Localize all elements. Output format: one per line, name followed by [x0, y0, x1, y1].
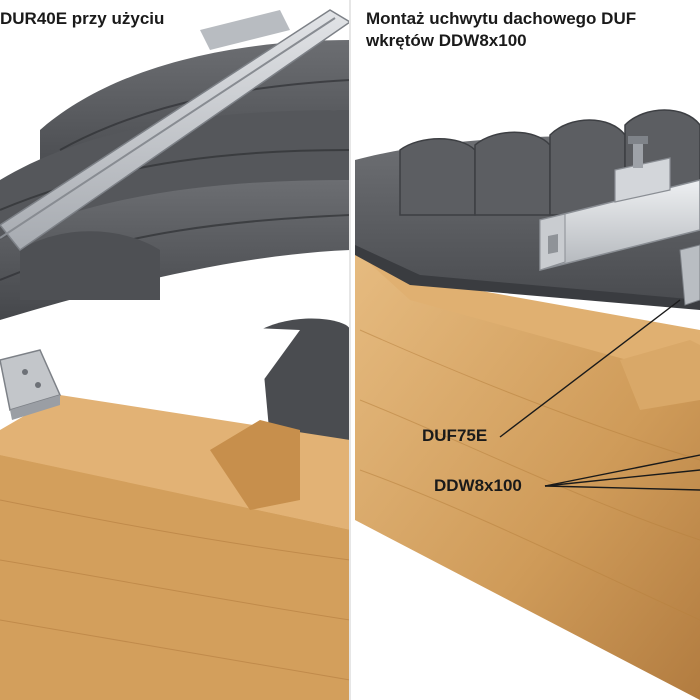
callout-bracket-label: DUF75E	[422, 426, 488, 445]
rail-end	[200, 10, 290, 50]
rafter-top	[355, 250, 700, 380]
callout-leaders	[499, 299, 700, 491]
wooden-post	[210, 420, 300, 510]
callout-screws-label: DDW8x100	[434, 476, 522, 495]
right-panel-caption-line1: Montaż uchwytu dachowego DUF	[366, 9, 637, 28]
leader-duf75e	[499, 299, 681, 438]
roof-hook-bracket	[0, 349, 62, 420]
right-panel-caption-line2: wkrętów DDW8x100	[366, 31, 527, 50]
tile-opening	[40, 320, 300, 440]
wooden-beam-front	[0, 455, 350, 700]
mounting-rail-right	[539, 179, 700, 271]
leader-ddw-3	[544, 485, 700, 491]
leader-ddw-1	[544, 454, 700, 487]
left-roof-illustration	[0, 9, 350, 700]
roof-bracket-duf75e	[679, 244, 700, 306]
panel-divider	[349, 0, 351, 700]
tile-row-front	[20, 231, 160, 300]
rafter-body	[355, 250, 700, 700]
right-roof-illustration	[355, 109, 700, 700]
wood-grain	[0, 499, 350, 681]
mounting-rail	[0, 9, 350, 252]
rail-clamp	[614, 136, 671, 203]
wooden-batten	[620, 340, 700, 410]
leader-ddw-2	[544, 469, 700, 487]
rafter-grain	[359, 329, 700, 621]
left-panel-caption: DUR40E przy użyciu	[0, 9, 165, 28]
tile-edge	[355, 245, 700, 310]
